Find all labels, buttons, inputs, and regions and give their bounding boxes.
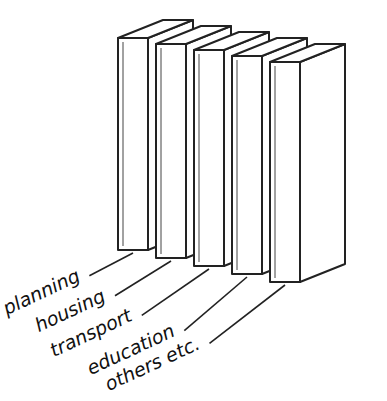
book-spine	[118, 38, 148, 250]
book-spine	[270, 62, 300, 282]
spine-line	[123, 42, 124, 246]
spine-line	[161, 48, 162, 254]
leader-line	[89, 253, 133, 276]
book-top	[270, 44, 345, 62]
book-spine	[194, 50, 224, 266]
leader-line	[184, 277, 247, 331]
book-cover	[300, 44, 345, 282]
book-spine	[156, 44, 186, 258]
spine-line	[237, 60, 238, 270]
leader-line	[142, 269, 209, 315]
leader-line	[210, 285, 286, 343]
spine-line	[199, 54, 200, 262]
book-spine	[232, 56, 262, 274]
spine-line	[275, 66, 276, 278]
leader-line	[115, 261, 171, 296]
